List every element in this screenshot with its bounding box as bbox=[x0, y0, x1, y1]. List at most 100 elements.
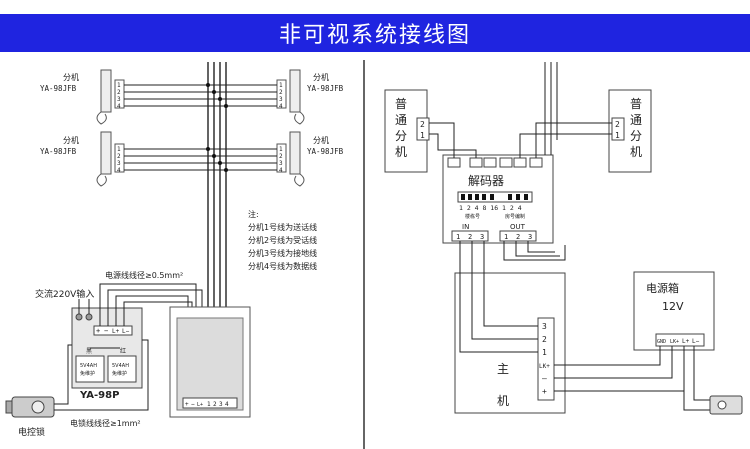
svg-text:楼栋号: 楼栋号 bbox=[465, 213, 480, 220]
svg-text:2: 2 bbox=[279, 153, 283, 160]
power-wires-right bbox=[554, 346, 710, 411]
svg-text:L−: L− bbox=[692, 338, 700, 345]
decoder: 解码器 1 2 4 8 16 1 2 4 楼栋号 房号编制 IN OUT 1 2… bbox=[442, 154, 554, 244]
svg-text:电源箱: 电源箱 bbox=[646, 281, 679, 295]
svg-text:IN: IN bbox=[462, 223, 469, 231]
power-box-12v: 电源箱 12V GND LK+ L+ L− bbox=[633, 271, 715, 351]
extension-left-1: 分机 YA-98JFB 1 2 3 4 bbox=[40, 69, 125, 125]
svg-text:房号编制: 房号编制 bbox=[505, 213, 525, 220]
svg-text:12V: 12V bbox=[662, 300, 684, 313]
svg-text:分: 分 bbox=[395, 129, 407, 143]
svg-text:分机2号线为受话线: 分机2号线为受话线 bbox=[248, 235, 317, 245]
svg-text:电控锁: 电控锁 bbox=[18, 426, 45, 438]
svg-text:普: 普 bbox=[630, 97, 642, 111]
lock-wire-label: 电锁线线径≥1mm² bbox=[70, 418, 141, 428]
svg-text:+: + bbox=[185, 401, 189, 408]
extension-wires bbox=[429, 62, 612, 158]
svg-text:−: − bbox=[104, 327, 108, 335]
svg-text:黑: 黑 bbox=[86, 348, 92, 355]
svg-text:3: 3 bbox=[279, 96, 283, 103]
svg-text:1: 1 bbox=[420, 131, 425, 140]
extension-right-1: 分机 YA-98JFB 1 2 3 4 bbox=[276, 69, 344, 125]
svg-text:YA-98JFB: YA-98JFB bbox=[307, 84, 344, 93]
svg-text:5V4AH: 5V4AH bbox=[112, 363, 129, 369]
power-wire-label: 电源线线径≥0.5mm² bbox=[105, 270, 183, 280]
svg-text:机: 机 bbox=[395, 145, 407, 159]
svg-text:分机1号线为送话线: 分机1号线为送话线 bbox=[248, 222, 317, 232]
svg-text:免维护: 免维护 bbox=[80, 370, 95, 377]
svg-text:YA-98JFB: YA-98JFB bbox=[40, 147, 77, 156]
ext-model: YA-98JFB bbox=[40, 84, 77, 93]
svg-text:4: 4 bbox=[117, 167, 121, 174]
extension-right-2: 分机 YA-98JFB 1 2 3 4 bbox=[276, 131, 344, 187]
electric-lock: 电控锁 bbox=[5, 396, 55, 438]
svg-text:分: 分 bbox=[630, 129, 642, 143]
host-unit-right: 主 机 3 2 1 LK+ — + bbox=[454, 272, 566, 414]
svg-text:4: 4 bbox=[279, 103, 283, 110]
svg-text:3: 3 bbox=[542, 322, 547, 331]
svg-text:2: 2 bbox=[468, 233, 472, 241]
svg-text:1: 1 bbox=[456, 233, 460, 241]
svg-text:2: 2 bbox=[213, 401, 217, 408]
lock-wires bbox=[54, 339, 149, 411]
psu-model: YA-98P bbox=[79, 390, 119, 401]
svg-text:1: 1 bbox=[504, 233, 508, 241]
svg-text:通: 通 bbox=[395, 113, 407, 127]
svg-text:红: 红 bbox=[120, 347, 126, 355]
svg-text:2: 2 bbox=[117, 89, 121, 96]
extension-left-2: 分机 YA-98JFB 1 2 3 4 bbox=[40, 131, 125, 187]
svg-text:1: 1 bbox=[279, 146, 283, 153]
svg-text:解码器: 解码器 bbox=[468, 174, 504, 188]
svg-text:2: 2 bbox=[542, 335, 547, 344]
svg-text:4: 4 bbox=[225, 401, 229, 408]
svg-text:3: 3 bbox=[117, 96, 121, 103]
wiring-notes: 注: 分机1号线为送话线 分机2号线为受话线 分机3号线为接地线 分机4号线为数… bbox=[248, 209, 317, 271]
svg-text:LK+: LK+ bbox=[670, 339, 679, 345]
svg-text:免维护: 免维护 bbox=[112, 370, 127, 377]
svg-text:主: 主 bbox=[497, 362, 509, 376]
svg-text:1: 1 bbox=[207, 401, 211, 408]
svg-text:1 2 4 8 16 1 2 4: 1 2 4 8 16 1 2 4 bbox=[459, 204, 522, 212]
svg-text:2: 2 bbox=[420, 120, 425, 129]
host-panel: + − L+ 1 2 3 4 bbox=[169, 306, 251, 418]
svg-text:1: 1 bbox=[117, 82, 121, 89]
svg-text:1: 1 bbox=[117, 146, 121, 153]
svg-text:分机: 分机 bbox=[63, 135, 79, 145]
svg-text:5V4AH: 5V4AH bbox=[80, 363, 97, 369]
svg-text:3: 3 bbox=[528, 233, 532, 241]
svg-text:LK+: LK+ bbox=[539, 363, 550, 370]
svg-text:分机4号线为数据线: 分机4号线为数据线 bbox=[248, 261, 317, 271]
svg-text:3: 3 bbox=[279, 160, 283, 167]
svg-text:1: 1 bbox=[542, 348, 547, 357]
svg-text:机: 机 bbox=[630, 145, 642, 159]
svg-text:2: 2 bbox=[279, 89, 283, 96]
svg-text:2: 2 bbox=[117, 153, 121, 160]
svg-text:—: — bbox=[542, 374, 547, 383]
svg-text:4: 4 bbox=[117, 103, 121, 110]
svg-text:+: + bbox=[542, 387, 547, 396]
svg-text:1: 1 bbox=[615, 131, 620, 140]
svg-text:注:: 注: bbox=[248, 209, 259, 219]
page-title: 非可视系统接线图 bbox=[0, 14, 750, 52]
svg-text:L+: L+ bbox=[197, 402, 203, 408]
svg-text:普: 普 bbox=[395, 97, 407, 111]
ordinary-extension-right: 普 通 分 机 2 1 bbox=[608, 89, 652, 173]
power-supply-ya98p: + − L+ L− 5V4AH 免维护 5V4AH 免维护 黑 红 YA-98P bbox=[71, 307, 143, 401]
ext-name: 分机 bbox=[63, 72, 79, 82]
svg-text:GND: GND bbox=[657, 339, 666, 345]
svg-text:L+: L+ bbox=[682, 338, 690, 345]
svg-text:+: + bbox=[96, 327, 100, 335]
svg-text:−: − bbox=[191, 401, 195, 408]
electric-lock-right bbox=[709, 395, 743, 415]
svg-text:分机: 分机 bbox=[313, 72, 329, 82]
svg-text:OUT: OUT bbox=[510, 223, 526, 231]
svg-text:3: 3 bbox=[219, 401, 223, 408]
svg-text:3: 3 bbox=[117, 160, 121, 167]
svg-text:YA-98JFB: YA-98JFB bbox=[307, 147, 344, 156]
svg-text:分机3号线为接地线: 分机3号线为接地线 bbox=[248, 248, 317, 258]
svg-text:1: 1 bbox=[279, 82, 283, 89]
svg-text:2: 2 bbox=[615, 120, 620, 129]
svg-text:4: 4 bbox=[279, 167, 283, 174]
svg-text:机: 机 bbox=[497, 394, 509, 408]
